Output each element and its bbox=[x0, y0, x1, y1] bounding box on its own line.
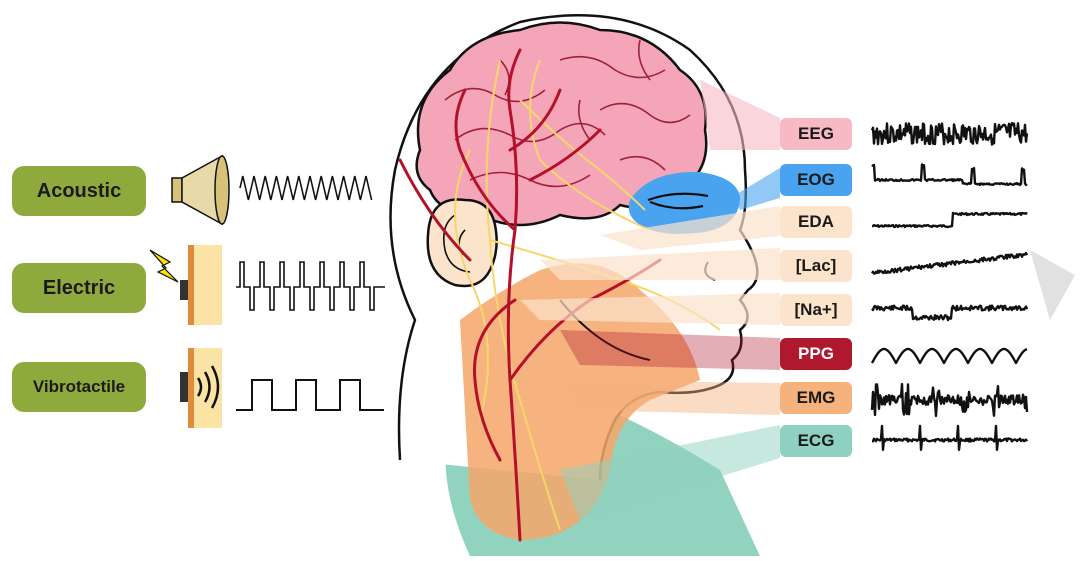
signal-label-emg: EMG bbox=[780, 382, 852, 414]
vibration-actuator-icon bbox=[180, 348, 222, 428]
signal-label-na: [Na+] bbox=[780, 294, 852, 326]
ear bbox=[428, 199, 497, 286]
ppg-trace bbox=[872, 349, 1027, 363]
electric-waveform bbox=[236, 262, 385, 310]
eda-trace bbox=[872, 213, 1027, 227]
signal-label-eog: EOG bbox=[780, 164, 852, 196]
lac-trace bbox=[872, 253, 1027, 274]
signal-label-eeg: EEG bbox=[780, 118, 852, 150]
stim-label-acoustic: Acoustic bbox=[12, 166, 146, 216]
stim-label-electric: Electric bbox=[12, 263, 146, 313]
eog-trace bbox=[872, 165, 1027, 185]
eeg-trace bbox=[872, 123, 1027, 144]
signal-label-eda: EDA bbox=[780, 206, 852, 238]
stim-label-vibrotactile: Vibrotactile bbox=[12, 362, 146, 412]
emg-trace bbox=[872, 384, 1027, 416]
signal-traces bbox=[872, 123, 1027, 450]
ecg-trace bbox=[872, 426, 1027, 450]
signal-label-lac: [Lac] bbox=[780, 250, 852, 282]
vibrotactile-waveform bbox=[236, 380, 384, 410]
signal-label-ppg: PPG bbox=[780, 338, 852, 370]
signal-label-ecg: ECG bbox=[780, 425, 852, 457]
na-trace bbox=[872, 306, 1027, 320]
lightning-electrode-icon bbox=[150, 245, 222, 325]
acoustic-waveform bbox=[240, 176, 372, 200]
speaker-icon bbox=[172, 156, 229, 224]
